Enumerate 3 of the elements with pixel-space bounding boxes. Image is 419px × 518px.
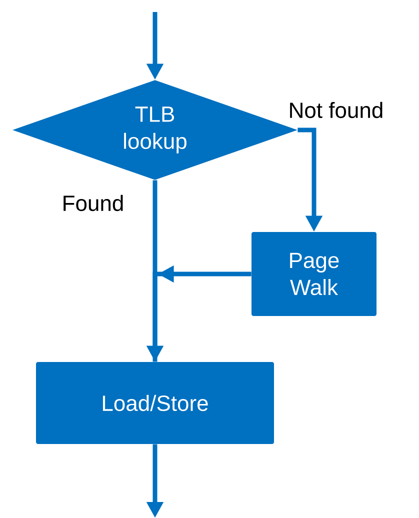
edge-label: Found bbox=[64, 194, 123, 212]
process-box: Load/Store bbox=[36, 362, 274, 444]
process-box: Page Walk bbox=[252, 232, 376, 316]
